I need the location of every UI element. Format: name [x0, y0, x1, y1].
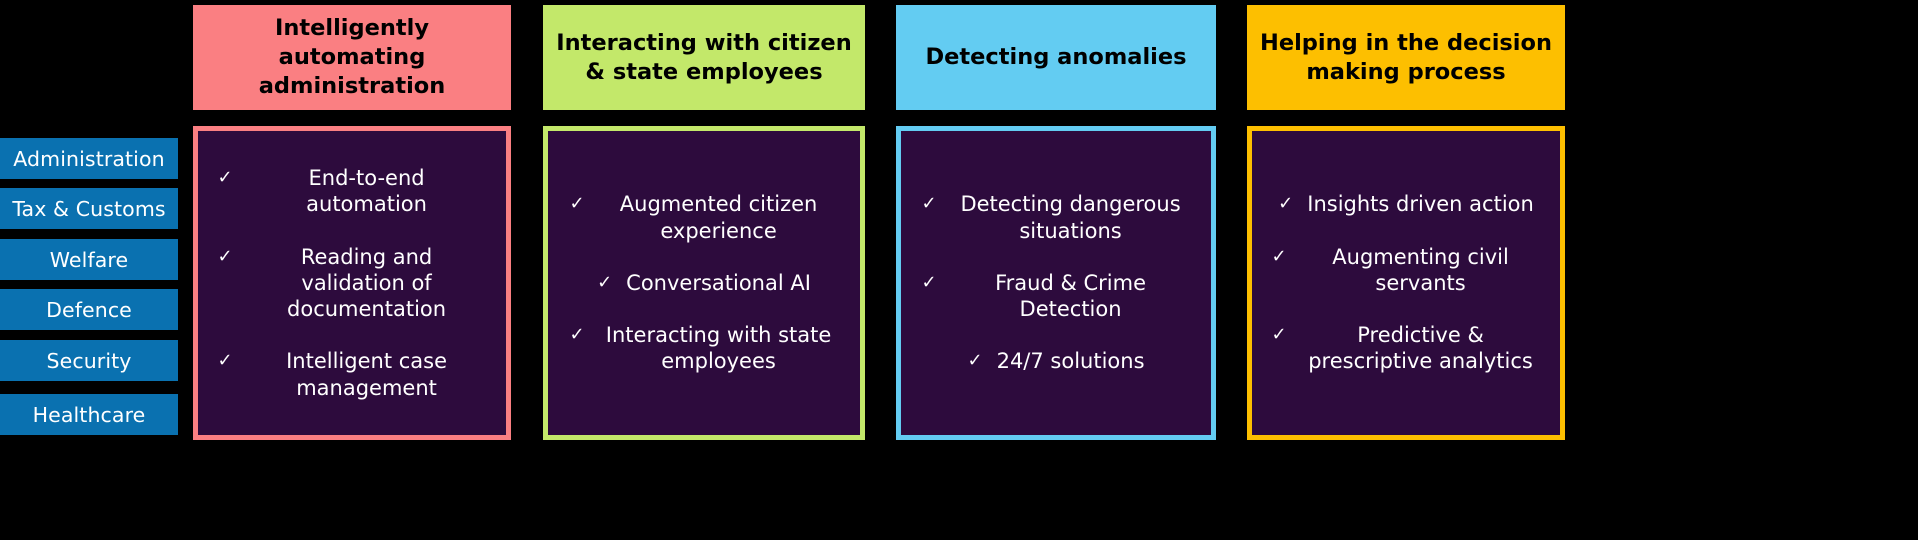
check-mark-icon: ✓ — [217, 245, 233, 267]
check-mark-icon: ✓ — [1278, 193, 1294, 215]
check-mark-icon: ✓ — [597, 271, 613, 293]
column-header-label: Interacting with citizen & state employe… — [556, 29, 852, 85]
column-panel-detecting-anomalies: ✓ Detecting dangerous situations ✓ Fraud & … — [896, 126, 1216, 440]
sidebar-item-label: Healthcare — [32, 402, 146, 427]
column-intelligently-automating-administration: Intelligently automating administration ✓… — [193, 0, 511, 540]
sidebar-item-welfare[interactable]: Welfare — [0, 239, 178, 280]
sidebar-item-label: Security — [46, 348, 132, 373]
column-panel-interacting-with-citizen-and-state-employees: ✓ Augmented citizen experience ✓ Conversati… — [543, 126, 865, 440]
list-item: ✓ Augmented citizen experience — [556, 191, 852, 244]
list-item: ✓ Intelligent case management — [206, 348, 498, 401]
list-item: ✓ Detecting dangerous situations — [909, 191, 1203, 244]
sidebar-item-label: Tax & Customs — [12, 196, 166, 221]
list-item-label: Conversational AI — [626, 270, 811, 295]
list-item-label: 24/7 solutions — [996, 349, 1145, 374]
sidebar-item-administration[interactable]: Administration — [0, 138, 178, 179]
list-item: ✓ End-to-end automation — [206, 165, 498, 218]
list-item-label: Intelligent case management — [286, 349, 447, 400]
list-item: ✓ Predictive & prescriptive analytics — [1260, 322, 1552, 375]
sidebar-item-label: Defence — [46, 297, 132, 322]
column-interacting-with-citizen-and-state-employees: Interacting with citizen & state employe… — [543, 0, 865, 540]
check-mark-icon: ✓ — [921, 271, 937, 293]
list-item-label: Insights driven action — [1307, 192, 1534, 217]
list-item-label: Augmented citizen experience — [619, 192, 818, 243]
check-mark-icon: ✓ — [569, 324, 585, 346]
list-item: ✓ 24/7 solutions — [909, 348, 1203, 374]
sidebar-item-tax-customs[interactable]: Tax & Customs — [0, 188, 178, 229]
list-item-label: Predictive & prescriptive analytics — [1308, 323, 1533, 374]
column-header-label: Helping in the decision making process — [1259, 29, 1552, 85]
list-item-label: Fraud & Crime Detection — [995, 270, 1147, 322]
check-mark-icon: ✓ — [921, 193, 937, 215]
check-mark-icon: ✓ — [569, 193, 585, 215]
column-panel-intelligently-automating-administration: ✓ End-to-end automation ✓ Reading and valid… — [193, 126, 511, 440]
column-detecting-anomalies: Detecting anomalies ✓ Detecting dangerous … — [896, 0, 1216, 540]
check-mark-icon: ✓ — [1271, 245, 1287, 267]
sidebar-item-defence[interactable]: Defence — [0, 289, 178, 330]
check-mark-icon: ✓ — [217, 350, 233, 372]
column-header-detecting-anomalies: Detecting anomalies — [896, 5, 1216, 110]
list-item: ✓ Interacting with state employees — [556, 322, 852, 375]
list-item: ✓ Reading and validation of documentation — [206, 244, 498, 323]
list-item-label: Detecting dangerous situations — [960, 192, 1181, 243]
list-item: ✓ Insights driven action — [1260, 191, 1552, 217]
list-item-label: Reading and validation of documentation — [287, 244, 447, 322]
column-helping-in-the-decision-making-process: Helping in the decision making process ✓ I… — [1247, 0, 1565, 540]
list-item-label: End-to-end automation — [306, 166, 427, 217]
column-header-label: Detecting anomalies — [925, 44, 1187, 71]
list-item: ✓ Fraud & Crime Detection — [909, 270, 1203, 323]
list-item-label: Augmenting civil servants — [1332, 244, 1509, 295]
column-panel-helping-in-the-decision-making-process: ✓ Insights driven action ✓ Augmenting civil… — [1247, 126, 1565, 440]
list-item-label: Interacting with state employees — [605, 323, 832, 374]
column-header-intelligently-automating-administration: Intelligently automating administration — [193, 5, 511, 110]
check-mark-icon: ✓ — [967, 350, 983, 372]
column-header-helping-in-the-decision-making-process: Helping in the decision making process — [1247, 5, 1565, 110]
list-item: ✓ Conversational AI — [556, 270, 852, 296]
check-mark-icon: ✓ — [1271, 324, 1287, 346]
sidebar-item-label: Welfare — [49, 247, 129, 272]
column-header-label: Intelligently automating administration — [258, 15, 446, 99]
column-header-interacting-with-citizen-and-state-employees: Interacting with citizen & state employe… — [543, 5, 865, 110]
check-mark-icon: ✓ — [217, 167, 233, 189]
sidebar-item-security[interactable]: Security — [0, 340, 178, 381]
list-item: ✓ Augmenting civil servants — [1260, 244, 1552, 297]
sidebar-item-healthcare[interactable]: Healthcare — [0, 394, 178, 435]
sidebar-item-label: Administration — [13, 146, 165, 171]
